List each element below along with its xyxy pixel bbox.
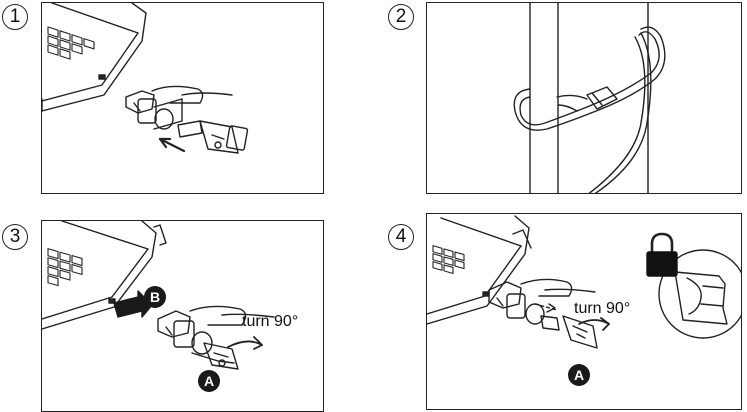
rotate-arrow-icon [227, 340, 263, 348]
insert-arrow-icon [158, 137, 186, 153]
lock-head-illustration [125, 85, 233, 130]
step-2-panel [426, 2, 742, 194]
zoom-detail-circle [658, 249, 741, 339]
label-b-badge: B [144, 286, 166, 308]
step-1-panel [41, 2, 324, 194]
lock-head-illustration [157, 305, 275, 364]
padlock-icon [646, 232, 678, 277]
laptop-illustration [42, 3, 147, 112]
step-2-number: 2 [388, 4, 414, 30]
laptop-illustration [427, 215, 530, 325]
insert-arrow-icon [113, 290, 153, 318]
table-leg-illustration [529, 3, 649, 193]
key-illustration [203, 342, 239, 370]
step-1-number: 1 [2, 4, 28, 30]
turn-label: turn 90° [574, 300, 631, 317]
step-4-number: 4 [388, 224, 414, 250]
lock-head-illustration [488, 278, 596, 325]
step-3-panel [41, 220, 324, 412]
step-3-number: 3 [2, 224, 28, 250]
laptop-illustration [42, 221, 157, 330]
key-illustration [177, 120, 249, 154]
label-a-badge: A [198, 370, 220, 392]
label-a-badge: A [568, 364, 590, 386]
security-cable-illustration [513, 26, 666, 193]
turn-label: turn 90° [242, 313, 299, 330]
